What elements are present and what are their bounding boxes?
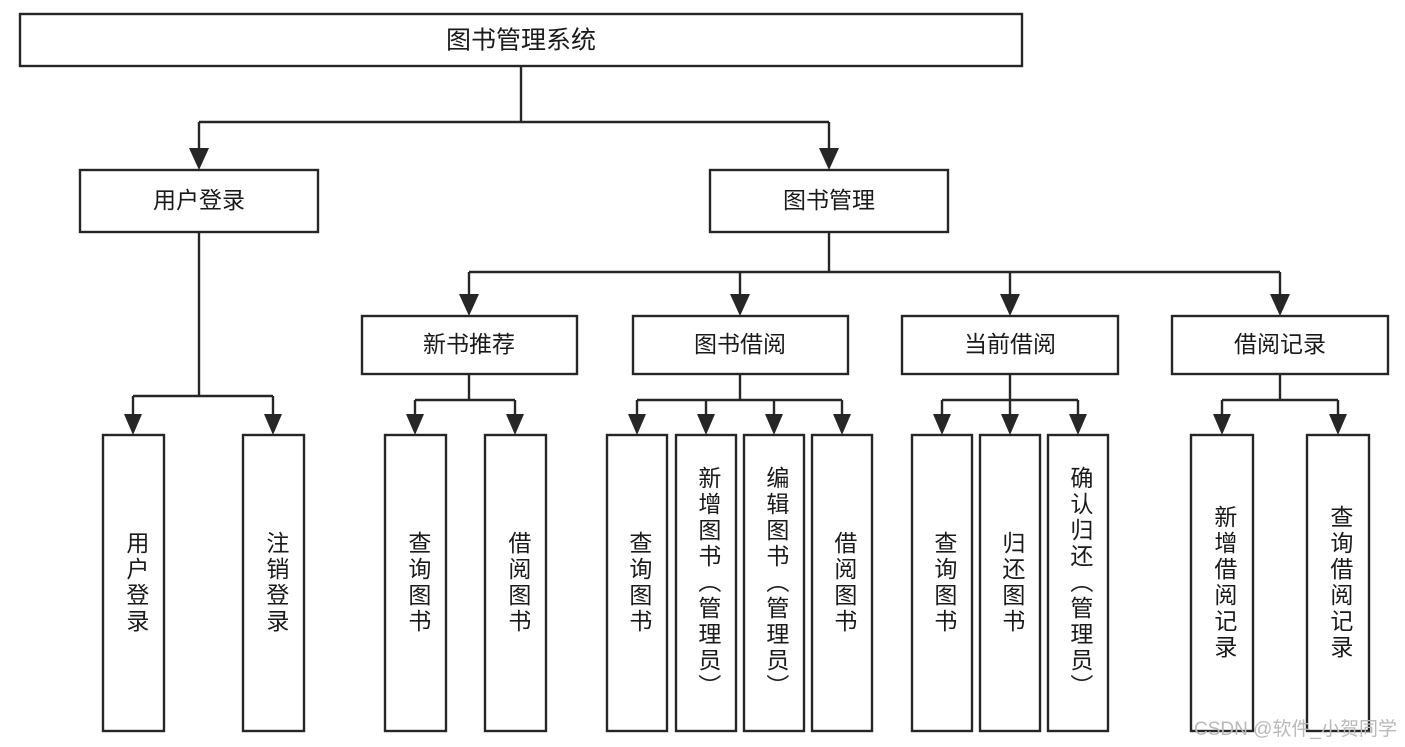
node-add-book-admin-label: 新增图书（管理员） xyxy=(695,466,722,700)
node-borrow-record[interactable]: 借阅记录 xyxy=(1170,314,1390,376)
node-query-book-recommend-label: 查询图书 xyxy=(405,531,432,635)
arrowhead-query-book-borrow xyxy=(628,414,646,435)
node-new-book-recommend[interactable]: 新书推荐 xyxy=(360,314,579,376)
node-new-book-recommend-box[interactable] xyxy=(360,314,579,376)
node-query-book-recommend-box[interactable] xyxy=(383,433,448,733)
node-user-logout-leaf[interactable]: 注销登录 xyxy=(241,433,306,733)
node-current-borrow[interactable]: 当前借阅 xyxy=(900,314,1120,376)
node-edit-book-admin[interactable]: 编辑图书（管理员） xyxy=(742,433,806,733)
arrowhead-query-borrow-record xyxy=(1329,414,1347,435)
connector-group-current-borrow xyxy=(933,374,1087,435)
arrowhead-user-login-leaf xyxy=(124,414,142,435)
arrowhead-user-login xyxy=(189,148,209,170)
node-query-book-recommend[interactable]: 查询图书 xyxy=(383,433,448,733)
node-query-book-current-label: 查询图书 xyxy=(931,531,958,635)
node-edit-book-admin-box[interactable] xyxy=(742,433,806,733)
node-root[interactable]: 图书管理系统 xyxy=(18,12,1024,68)
node-query-book-borrow-label: 查询图书 xyxy=(626,531,653,635)
node-user-login-label: 用户登录 xyxy=(153,187,245,213)
connector-group-borrow-record xyxy=(1213,374,1347,435)
connector-group-book-management xyxy=(459,232,1290,316)
node-borrow-book-borrow-label: 借阅图书 xyxy=(831,531,858,635)
node-confirm-return-admin-box[interactable] xyxy=(1046,433,1110,733)
arrowhead-add-book-admin xyxy=(697,414,715,435)
node-edit-book-admin-label: 编辑图书（管理员） xyxy=(763,466,790,700)
node-book-management-box[interactable] xyxy=(708,168,950,234)
node-add-book-admin-box[interactable] xyxy=(674,433,738,733)
node-query-book-current[interactable]: 查询图书 xyxy=(910,433,974,733)
node-book-borrow[interactable]: 图书借阅 xyxy=(631,314,850,376)
node-borrow-record-label: 借阅记录 xyxy=(1234,331,1326,357)
connector-group-user-login xyxy=(124,232,282,435)
arrowhead-confirm-return-admin xyxy=(1069,414,1087,435)
arrowhead-borrow-book-borrow xyxy=(833,414,851,435)
node-user-login-leaf[interactable]: 用户登录 xyxy=(101,433,166,733)
connector-user-login-trunk xyxy=(131,232,275,418)
node-query-borrow-record[interactable]: 查询借阅记录 xyxy=(1305,433,1371,733)
node-user-logout-leaf-box[interactable] xyxy=(241,433,306,733)
connector-book-management-trunk xyxy=(467,232,1282,296)
node-user-login-leaf-box[interactable] xyxy=(101,433,166,733)
connector-group-root xyxy=(189,66,839,170)
node-user-login[interactable]: 用户登录 xyxy=(78,168,320,234)
arrowhead-borrow-book-recommend xyxy=(506,414,524,435)
connector-borrow-record-trunk xyxy=(1220,374,1340,418)
node-confirm-return-admin-label: 确认归还（管理员） xyxy=(1067,466,1094,700)
node-borrow-book-recommend-label: 借阅图书 xyxy=(505,531,532,635)
node-borrow-record-box[interactable] xyxy=(1170,314,1390,376)
node-current-borrow-box[interactable] xyxy=(900,314,1120,376)
node-add-borrow-record-label: 新增借阅记录 xyxy=(1211,505,1238,661)
node-return-book-current-box[interactable] xyxy=(978,433,1042,733)
node-root-label: 图书管理系统 xyxy=(446,27,596,55)
node-new-book-recommend-label: 新书推荐 xyxy=(423,331,515,357)
node-query-book-borrow[interactable]: 查询图书 xyxy=(605,433,669,733)
node-return-book-current-label: 归还图书 xyxy=(999,531,1026,635)
arrowhead-return-book-current xyxy=(1001,414,1019,435)
arrowhead-book-management xyxy=(819,148,839,170)
node-borrow-book-recommend[interactable]: 借阅图书 xyxy=(483,433,548,733)
arrowhead-current-borrow xyxy=(1000,294,1020,316)
node-add-borrow-record[interactable]: 新增借阅记录 xyxy=(1189,433,1255,733)
node-borrow-book-recommend-box[interactable] xyxy=(483,433,548,733)
connector-group-book-borrow xyxy=(628,374,851,435)
arrowhead-new-book-recommend xyxy=(459,294,479,316)
node-book-management-label: 图书管理 xyxy=(783,187,875,213)
arrowhead-query-book-recommend xyxy=(406,414,424,435)
node-borrow-book-borrow-box[interactable] xyxy=(810,433,874,733)
node-root-box[interactable] xyxy=(18,12,1024,68)
node-borrow-book-borrow[interactable]: 借阅图书 xyxy=(810,433,874,733)
connector-book-borrow-trunk xyxy=(635,374,844,418)
connector-new-book-recommend-trunk xyxy=(413,374,517,418)
arrowhead-book-borrow xyxy=(730,294,750,316)
node-current-borrow-label: 当前借阅 xyxy=(964,331,1056,357)
node-book-borrow-label: 图书借阅 xyxy=(694,331,786,357)
node-book-management[interactable]: 图书管理 xyxy=(708,168,950,234)
node-user-login-leaf-label: 用户登录 xyxy=(123,531,150,635)
node-user-logout-leaf-label: 注销登录 xyxy=(263,531,290,635)
node-book-borrow-box[interactable] xyxy=(631,314,850,376)
arrowhead-edit-book-admin xyxy=(765,414,783,435)
node-query-book-borrow-box[interactable] xyxy=(605,433,669,733)
node-add-borrow-record-box[interactable] xyxy=(1189,433,1255,733)
arrowhead-borrow-record xyxy=(1270,294,1290,316)
node-add-book-admin[interactable]: 新增图书（管理员） xyxy=(674,433,738,733)
connector-current-borrow-trunk xyxy=(940,374,1080,418)
node-user-login-box[interactable] xyxy=(78,168,320,234)
arrowhead-add-borrow-record xyxy=(1213,414,1231,435)
node-query-book-current-box[interactable] xyxy=(910,433,974,733)
node-query-borrow-record-box[interactable] xyxy=(1305,433,1371,733)
arrowhead-user-logout-leaf xyxy=(264,414,282,435)
node-query-borrow-record-label: 查询借阅记录 xyxy=(1327,505,1354,661)
arrowhead-query-book-current xyxy=(933,414,951,435)
connector-root-trunk xyxy=(197,66,831,150)
node-confirm-return-admin[interactable]: 确认归还（管理员） xyxy=(1046,433,1110,733)
connector-group-new-book-recommend xyxy=(406,374,524,435)
node-return-book-current[interactable]: 归还图书 xyxy=(978,433,1042,733)
